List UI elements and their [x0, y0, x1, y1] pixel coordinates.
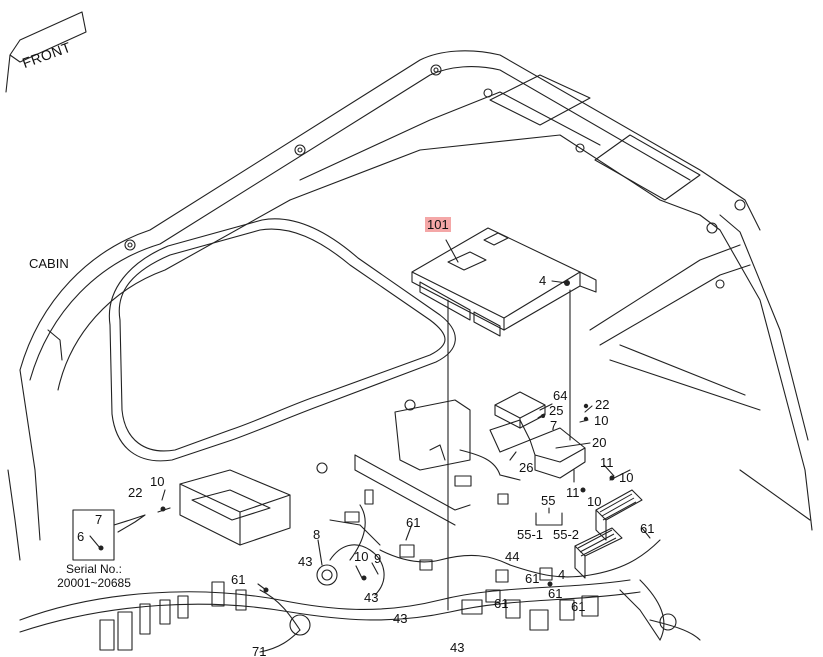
callout-6: 6 — [77, 529, 85, 544]
callout-61: 61 — [406, 515, 421, 530]
serial-inset-box — [72, 509, 115, 561]
part-101-highlight[interactable]: 101 — [425, 217, 451, 232]
callout-9: 9 — [374, 551, 382, 566]
callout-4: 4 — [558, 567, 566, 582]
callout-55-2: 55-2 — [553, 527, 580, 542]
callout-71: 71 — [252, 644, 267, 657]
callout-11: 11 — [600, 455, 614, 470]
callout-11: 11 — [566, 485, 580, 500]
callout-43: 43 — [450, 640, 465, 655]
callout-55-1: 55-1 — [517, 527, 544, 542]
callout-10: 10 — [354, 549, 369, 564]
serial-number-range: 20001~20685 — [57, 576, 131, 590]
callout-7: 7 — [550, 418, 558, 433]
callout-61: 61 — [571, 599, 586, 614]
callout-55: 55 — [541, 493, 556, 508]
serial-number-caption: Serial No.: — [65, 562, 123, 576]
roof-outline — [19, 50, 761, 371]
callout-10: 10 — [594, 413, 609, 428]
serial-number-label: Serial No.: 20001~20685 — [44, 562, 144, 590]
callout-10: 10 — [150, 474, 165, 489]
callout-43: 43 — [393, 611, 408, 626]
callout-61: 61 — [231, 572, 246, 587]
callout-43: 43 — [364, 590, 379, 605]
callout-7: 7 — [95, 512, 103, 527]
callout-25: 25 — [549, 403, 564, 418]
callout-20: 20 — [592, 435, 607, 450]
callout-43: 43 — [298, 554, 313, 569]
front-arrow-outline — [9, 11, 87, 63]
callout-4: 4 — [539, 273, 547, 288]
callout-10: 10 — [587, 494, 602, 509]
callout-22: 22 — [128, 485, 143, 500]
callout-61: 61 — [494, 596, 509, 611]
callout-64: 64 — [553, 388, 568, 403]
callout-10: 10 — [619, 470, 634, 485]
callout-26: 26 — [519, 460, 534, 475]
callout-61: 61 — [640, 521, 655, 536]
callout-22: 22 — [595, 397, 610, 412]
callout-61: 61 — [548, 586, 563, 601]
wire-harness — [19, 579, 631, 621]
part-101-callout[interactable]: 101 — [425, 217, 451, 232]
callout-44: 44 — [505, 549, 520, 564]
callout-61: 61 — [525, 571, 540, 586]
cabin-section-label: CABIN — [29, 256, 69, 271]
controller-101-drawing — [411, 227, 597, 337]
callout-8: 8 — [313, 527, 321, 542]
roof-window — [118, 228, 446, 452]
